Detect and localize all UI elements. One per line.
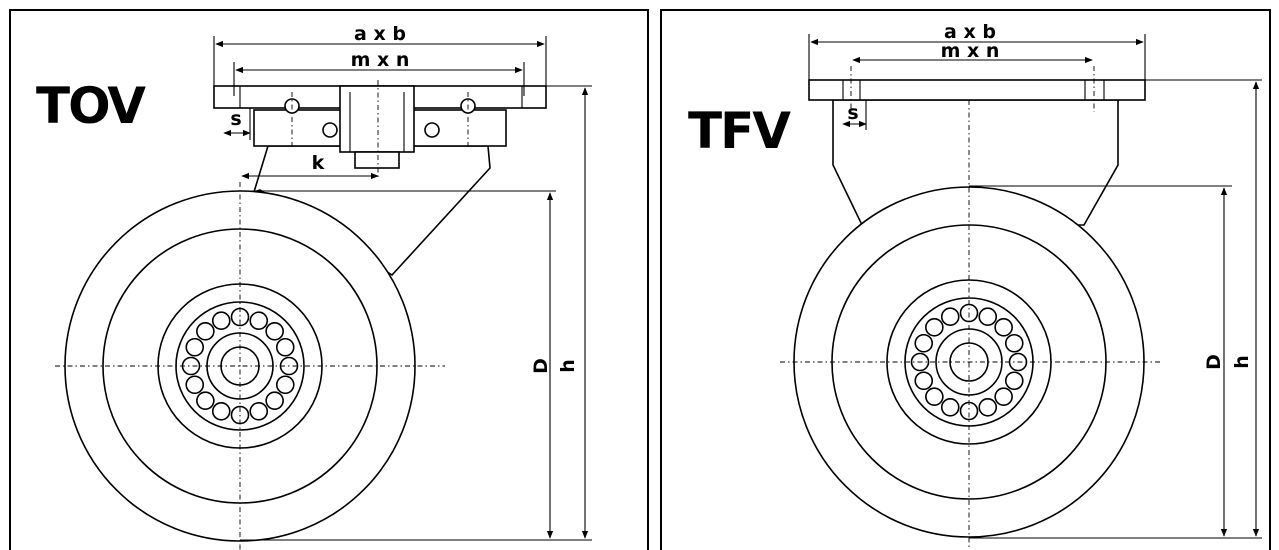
bearing-ball xyxy=(196,391,215,410)
dim-mxn-label-tov: m x n xyxy=(351,49,410,71)
kingpin-nut-tov xyxy=(354,151,400,169)
bearing-balls-tov xyxy=(181,307,299,425)
model-title-tov: TOV xyxy=(36,77,146,135)
dim-k-label-tov: k xyxy=(312,152,325,174)
dim-s-label-tfv: s xyxy=(847,102,858,124)
bearing-ball xyxy=(994,387,1013,406)
bearing-ball xyxy=(265,322,284,341)
bearing-ball xyxy=(211,401,231,421)
bearing-ball xyxy=(925,387,944,406)
bearing-ball xyxy=(265,391,284,410)
bearing-ball xyxy=(211,311,231,331)
bearing-ball xyxy=(1004,371,1024,391)
bearing-ball xyxy=(1004,333,1024,353)
bearing-ball xyxy=(940,397,960,417)
bearing-ball xyxy=(249,401,269,421)
model-title-tfv: TFV xyxy=(688,102,791,160)
bearing-ball xyxy=(978,307,998,327)
bearing-balls-tfv xyxy=(910,303,1028,421)
kingpin-tov xyxy=(339,85,415,153)
bearing-ball xyxy=(978,397,998,417)
dim-h-label-tov: h xyxy=(557,359,579,373)
top-plate-tfv xyxy=(808,79,1146,101)
dim-D-label-tfv: D xyxy=(1203,354,1225,370)
bearing-ball xyxy=(185,337,205,357)
bearing-ball xyxy=(914,371,934,391)
swivel-bearing-ball xyxy=(322,122,338,138)
left-panel-tov: a x b m x n s k D h TOV xyxy=(9,9,649,550)
bearing-ball xyxy=(914,333,934,353)
bearing-ball xyxy=(275,337,295,357)
bearing-ball xyxy=(196,322,215,341)
bearing-ball xyxy=(275,375,295,395)
dim-axb-label-tfv: a x b xyxy=(944,21,996,43)
bearing-ball xyxy=(994,318,1013,337)
right-panel-frame xyxy=(660,9,1271,550)
dim-axb-label-tov: a x b xyxy=(354,23,406,45)
bearing-ball xyxy=(185,375,205,395)
dim-h-label-tfv: h xyxy=(1231,355,1253,369)
dim-s-label-tov: s xyxy=(230,108,241,130)
bearing-ball xyxy=(925,318,944,337)
dim-D-label-tov: D xyxy=(530,358,552,374)
right-panel-tfv: a x b m x n s D h TFV xyxy=(660,9,1271,550)
bearing-ball xyxy=(940,307,960,327)
dim-mxn-label-tfv: m x n xyxy=(941,40,1000,62)
bearing-ball xyxy=(249,311,269,331)
left-panel-frame xyxy=(9,9,649,550)
swivel-bearing-ball xyxy=(424,122,440,138)
